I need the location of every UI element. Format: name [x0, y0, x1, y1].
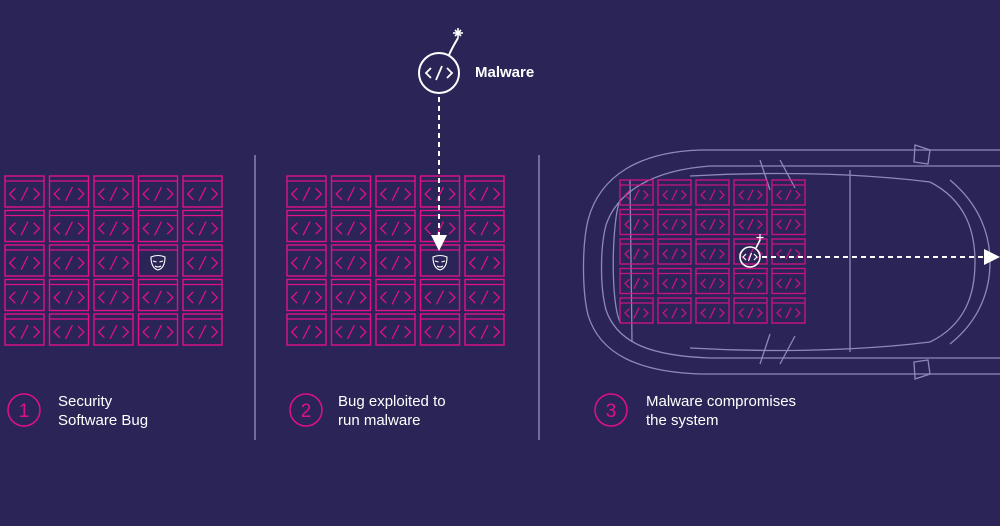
code-window-icon [182, 313, 223, 346]
code-window-icon [464, 244, 505, 277]
bug-face-icon [432, 254, 448, 271]
step-3-caption: Malware compromises the system [646, 392, 796, 430]
code-window-icon [286, 244, 327, 277]
code-window-icon [48, 278, 90, 312]
code-window-icon [4, 244, 45, 277]
code-window-icon [619, 179, 654, 206]
code-window-icon [93, 244, 134, 277]
code-window-icon [330, 209, 372, 243]
grid-3 [619, 179, 806, 324]
code-window-icon [619, 208, 654, 236]
code-window-icon [464, 209, 505, 243]
bug-cell [137, 244, 179, 277]
step-1-caption: Security Software Bug [58, 392, 148, 430]
svg-text:1: 1 [19, 401, 30, 422]
code-window-icon [93, 175, 134, 208]
code-window-icon [375, 278, 416, 312]
code-window-icon [375, 244, 416, 277]
grid-1 [4, 175, 223, 346]
code-window-icon [657, 208, 692, 236]
step-3-circle: 3 [594, 393, 628, 427]
code-window-icon [657, 267, 692, 295]
code-window-icon [733, 267, 768, 295]
malware-label: Malware [475, 64, 535, 81]
code-window-icon [286, 278, 327, 312]
step-3-line-1: Malware compromises [646, 393, 797, 410]
grid-2 [286, 175, 505, 346]
bomb-code-icon [418, 28, 463, 94]
code-window-icon [330, 244, 372, 277]
code-window-icon [330, 175, 372, 208]
code-window-icon [464, 278, 505, 312]
code-window-icon [619, 297, 654, 324]
code-window-icon [375, 209, 416, 243]
code-window-icon [182, 278, 223, 312]
code-window-icon [419, 313, 461, 346]
code-window-icon [771, 267, 806, 295]
code-window-icon [375, 175, 416, 208]
svg-text:3: 3 [606, 401, 617, 422]
code-window-icon [464, 313, 505, 346]
svg-text:2: 2 [301, 401, 312, 422]
bug-cell [419, 244, 461, 277]
bomb-code-icon-small [739, 234, 764, 268]
code-window-icon [137, 278, 179, 312]
code-window-icon [695, 208, 730, 236]
code-window-icon [695, 297, 730, 324]
code-window-icon [93, 313, 134, 346]
code-window-icon [419, 278, 461, 312]
code-window-icon [93, 278, 134, 312]
code-window-icon [619, 238, 654, 265]
code-window-icon [48, 209, 90, 243]
step-2-line-1: Bug exploited to [338, 393, 446, 410]
step-2-circle: 2 [289, 393, 323, 427]
code-window-icon [771, 297, 806, 324]
step-1-line-2: Software Bug [58, 412, 149, 429]
code-window-icon [375, 313, 416, 346]
code-window-icon [182, 175, 223, 208]
code-window-icon [182, 209, 223, 243]
code-window-icon [48, 313, 90, 346]
code-window-icon [464, 175, 505, 208]
bug-face-icon [150, 254, 166, 271]
code-window-icon [93, 209, 134, 243]
code-window-icon [733, 238, 768, 265]
code-window-icon [4, 313, 45, 346]
code-window-icon [286, 175, 327, 208]
code-window-icon [771, 208, 806, 236]
step-1-line-1: Security [58, 393, 113, 410]
code-window-icon [182, 244, 223, 277]
code-window-icon [286, 313, 327, 346]
code-window-icon [771, 179, 806, 206]
code-window-icon [330, 313, 372, 346]
code-window-icon [733, 179, 768, 206]
car-outline [582, 144, 1000, 380]
step-2-caption: Bug exploited to run malware [338, 392, 446, 430]
code-window-icon [657, 179, 692, 206]
code-window-icon [48, 175, 90, 208]
code-window-icon [48, 244, 90, 277]
code-window-icon [771, 238, 806, 265]
step-1-circle: 1 [7, 393, 41, 427]
code-window-icon [657, 297, 692, 324]
code-window-icon [137, 313, 179, 346]
code-window-icon [4, 278, 45, 312]
code-window-icon [4, 209, 45, 243]
step-2-line-2: run malware [338, 412, 421, 429]
code-window-icon [619, 267, 654, 295]
code-window-icon [695, 267, 730, 295]
code-window-icon [137, 209, 179, 243]
code-window-icon [733, 297, 768, 324]
code-window-icon [695, 179, 730, 206]
step-3-line-2: the system [646, 412, 719, 429]
code-window-icon [137, 175, 179, 208]
code-window-icon [4, 175, 45, 208]
code-window-icon [695, 238, 730, 265]
code-window-icon [330, 278, 372, 312]
code-window-icon [286, 209, 327, 243]
code-window-icon [657, 238, 692, 265]
code-window-icon [733, 208, 768, 236]
